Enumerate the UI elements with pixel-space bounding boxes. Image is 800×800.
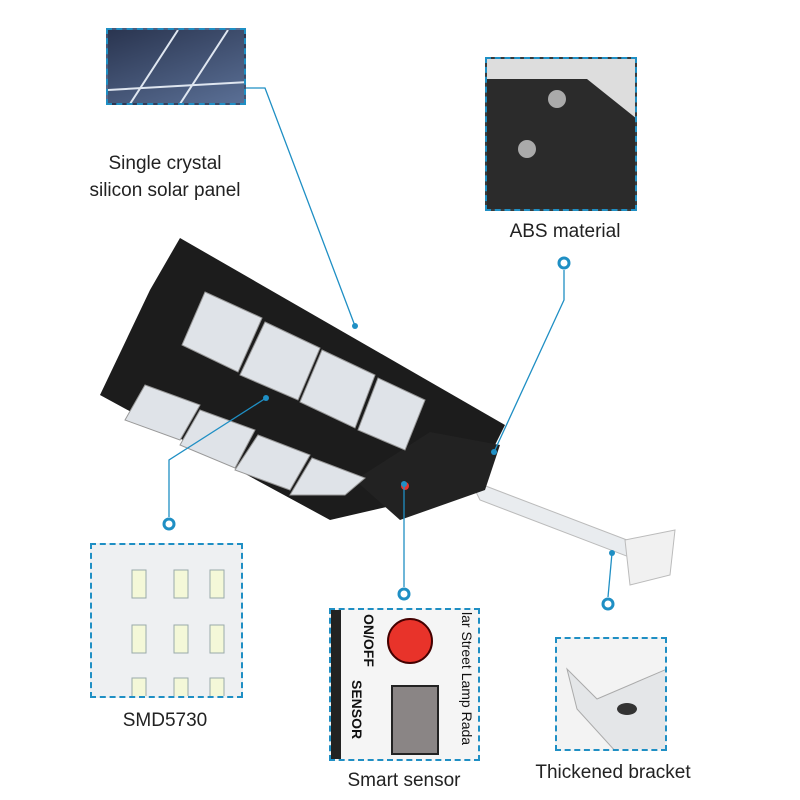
bracket-plate bbox=[624, 529, 676, 586]
smart-sensor-label: Smart sensor bbox=[347, 770, 461, 791]
sensor-text: SENSOR bbox=[349, 680, 365, 740]
smd-label: SMD5730 bbox=[122, 710, 208, 731]
callout-lines bbox=[168, 87, 613, 598]
smart-sensor-detail: ON/OFF SENSOR lar Street Lamp Rada bbox=[329, 608, 480, 761]
onoff-text: ON/OFF bbox=[361, 614, 377, 667]
abs-material-label: ABS material bbox=[509, 221, 621, 242]
solar-panel-detail bbox=[106, 28, 246, 105]
solar-label-line2: silicon solar panel bbox=[89, 180, 241, 201]
sensor-window-icon bbox=[391, 685, 439, 755]
bracket-label: Thickened bracket bbox=[535, 762, 691, 783]
on-off-button-icon bbox=[387, 618, 433, 664]
solar-panel-label: Single crystal silicon solar panel bbox=[89, 150, 240, 204]
brand-text: lar Street Lamp Rada bbox=[459, 612, 475, 746]
solar-label-line1: Single crystal bbox=[108, 153, 222, 174]
smd-detail bbox=[90, 543, 243, 698]
led-modules bbox=[124, 291, 426, 496]
bracket-arm bbox=[468, 479, 652, 566]
sensor-box bbox=[355, 432, 500, 520]
abs-material-detail bbox=[485, 57, 637, 211]
anchor-dots bbox=[263, 323, 615, 556]
bracket-detail bbox=[555, 637, 667, 751]
